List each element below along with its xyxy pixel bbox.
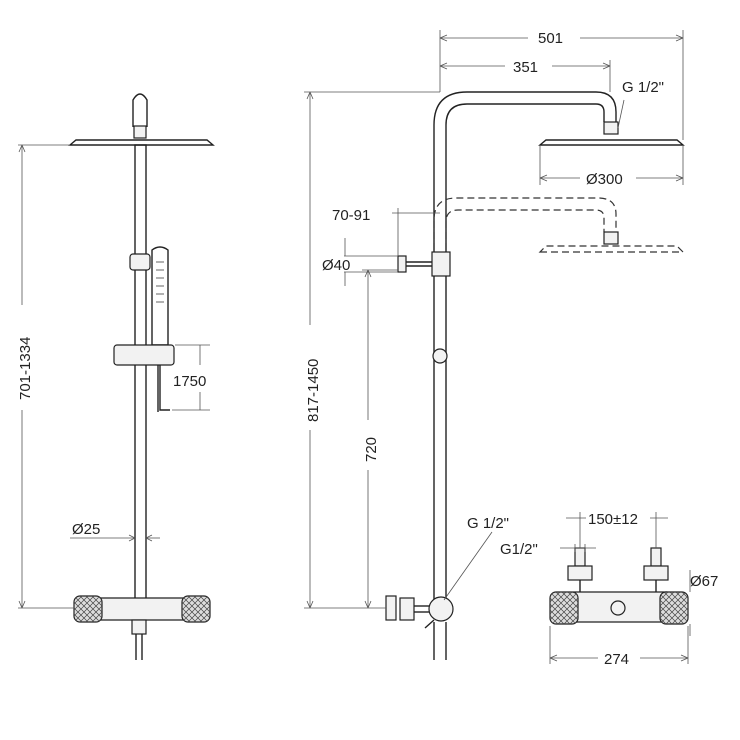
label-centre-distance: 150±12	[588, 511, 638, 528]
wall-bracket	[397, 255, 407, 273]
detail-left-handle-pattern	[550, 592, 578, 624]
dim-head-diameter: Ø300	[539, 145, 684, 188]
left-eccentric-nut	[567, 565, 593, 581]
dim-height-range-side: 817-1450	[304, 91, 440, 609]
label-height-range-front: 701-1334	[17, 337, 34, 400]
dim-arm-reach: 351	[439, 59, 611, 92]
label-hand-shower-height: 1750	[173, 373, 206, 390]
mixer-detail-view: 150±12 G1/2" Ø67 274	[500, 511, 718, 668]
alternate-arm-position	[433, 197, 617, 250]
head-connector	[133, 125, 147, 139]
side-mixer-body	[428, 596, 454, 622]
label-mixer-body-diameter: Ø67	[690, 573, 718, 590]
label-mixer-height: 720	[363, 437, 380, 462]
mixer-body-front	[94, 597, 191, 621]
dim-mixer-body-diameter: Ø67	[689, 570, 718, 636]
dim-inlet-connection: G 1/2"	[443, 515, 509, 601]
side-riser	[433, 91, 617, 610]
riser-pipe	[134, 144, 147, 601]
alternate-head-connector	[603, 231, 619, 245]
label-head-connection: G 1/2"	[622, 79, 664, 96]
slider-knob	[432, 348, 448, 364]
label-wall-diameter: Ø40	[322, 257, 350, 274]
label-height-range-side: 817-1450	[305, 359, 322, 422]
hand-shower-holder	[113, 344, 175, 366]
label-pipe-diameter: Ø25	[72, 521, 100, 538]
dim-centre-distance: 150±12	[566, 511, 668, 548]
side-riser-inner	[445, 103, 605, 610]
side-rain-head	[538, 139, 685, 146]
dim-hand-shower: 1750	[172, 344, 210, 411]
label-wall-offset: 70-91	[332, 207, 370, 224]
dim-wall-diameter: Ø40	[322, 238, 398, 286]
side-inlet-connector	[399, 597, 415, 621]
alternate-rain-head	[538, 245, 685, 253]
side-outlet	[424, 619, 435, 629]
dim-mixer-height: 720	[362, 269, 398, 609]
dim-pipe-diameter: Ø25	[70, 521, 160, 542]
rain-shower-head	[68, 139, 215, 146]
label-head-diameter: Ø300	[586, 171, 623, 188]
label-arm-reach: 351	[513, 59, 538, 76]
dim-wall-offset: 70-91	[332, 207, 440, 256]
right-eccentric	[650, 547, 662, 567]
hand-shower-hose	[157, 365, 170, 412]
detail-right-handle-pattern	[660, 592, 688, 624]
dim-mixer-inlet: G1/2"	[500, 541, 596, 558]
side-view: 501 351 G 1/2" Ø300 70-91	[304, 30, 685, 660]
wall-bracket-clamp	[431, 251, 451, 277]
mixer-right-handle-pattern	[182, 596, 210, 622]
label-mixer-inlet: G1/2"	[500, 541, 538, 558]
alternate-arm-position-inner	[445, 209, 605, 250]
label-overall-width: 501	[538, 30, 563, 47]
mixer-left-handle-pattern	[74, 596, 102, 622]
riser-top-cap	[132, 93, 148, 127]
pipe-clamp	[129, 253, 151, 271]
detail-outlet	[610, 600, 626, 616]
front-view: 701-1334 1750 Ø25	[17, 93, 215, 660]
hand-shower-grille	[156, 261, 164, 303]
dim-height-range-front: 701-1334	[17, 144, 74, 609]
right-eccentric-nut	[643, 565, 669, 581]
dim-overall-width: 501	[439, 30, 684, 140]
wall-flange	[385, 595, 397, 621]
label-mixer-width: 274	[604, 651, 629, 668]
dim-mixer-width: 274	[549, 626, 689, 668]
side-head-connector	[603, 121, 619, 135]
hand-shower	[151, 246, 169, 346]
left-eccentric	[574, 547, 586, 567]
dim-head-connection: G 1/2"	[617, 79, 664, 129]
mixer-spout-front	[131, 619, 147, 635]
label-inlet-connection: G 1/2"	[467, 515, 509, 532]
